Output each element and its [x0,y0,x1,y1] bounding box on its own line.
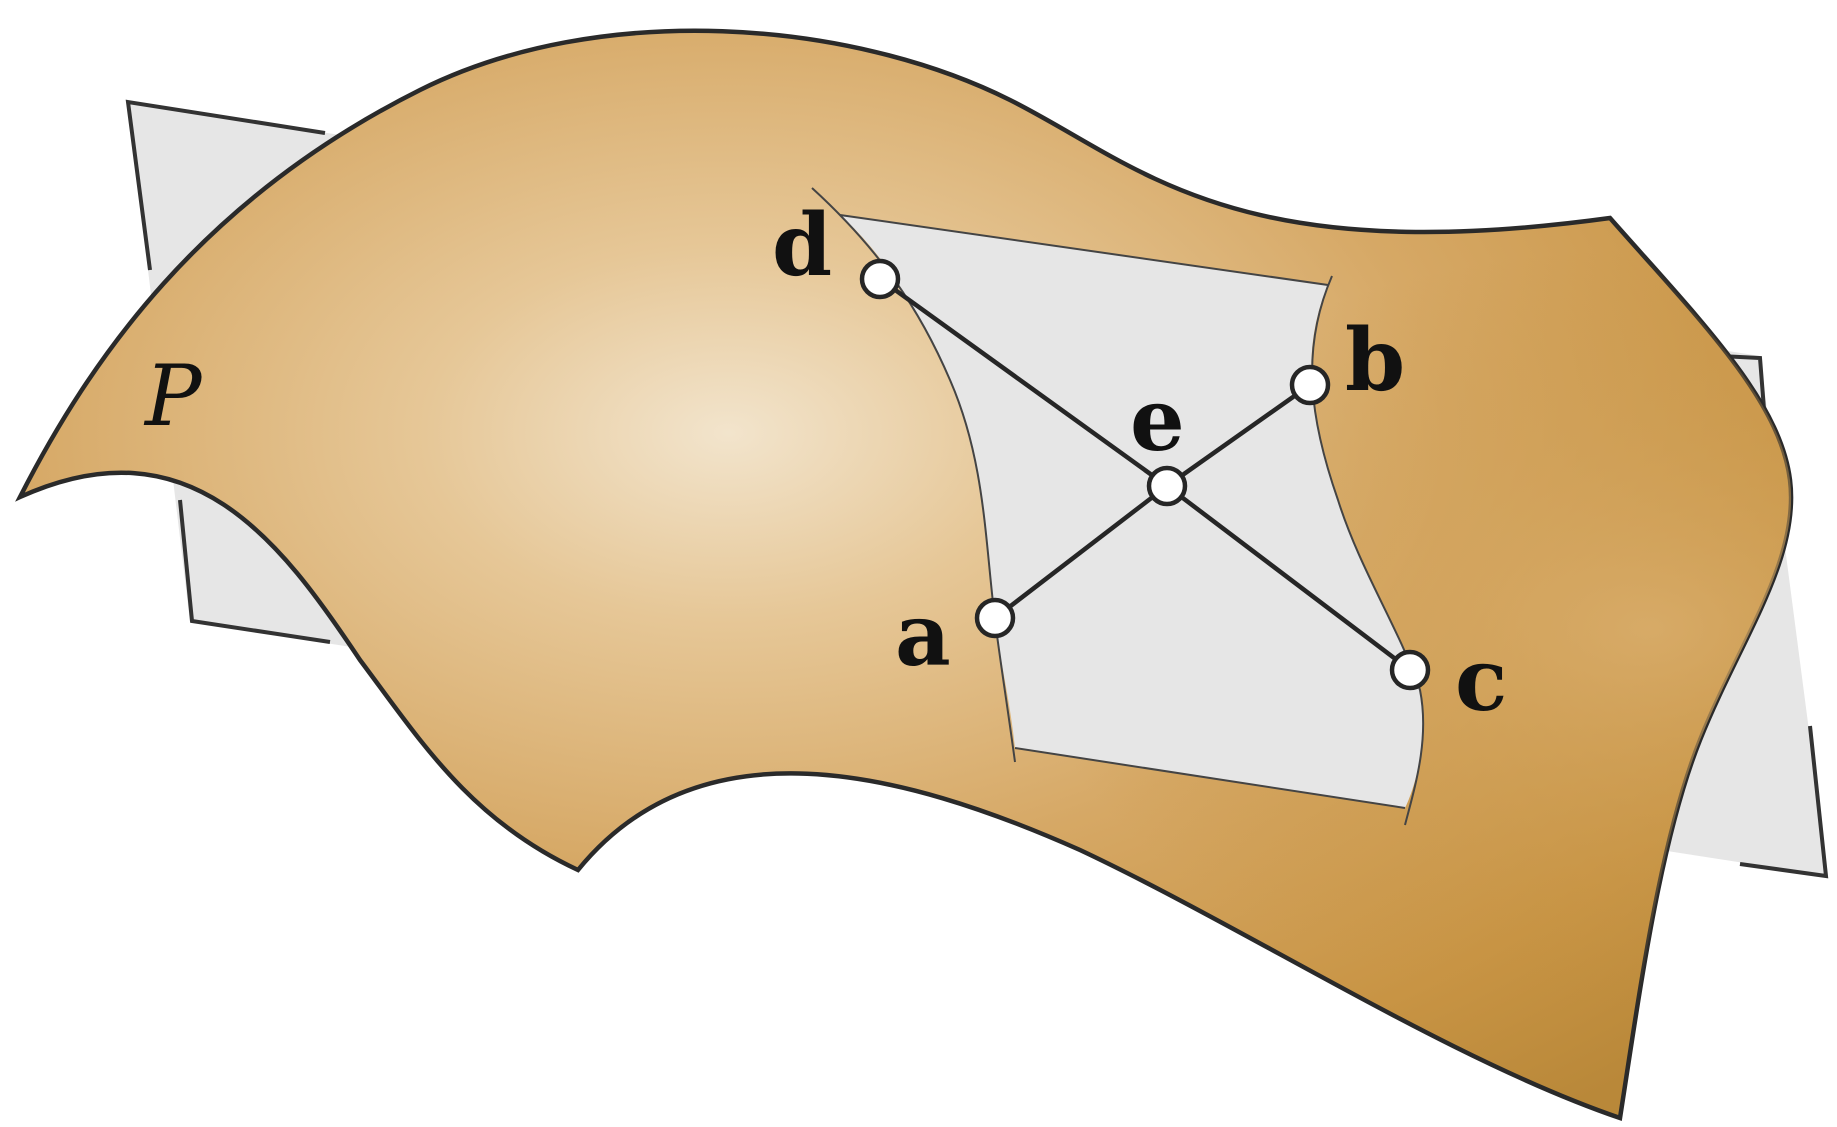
plane-edge-bottom-right [1739,725,1829,879]
edge-a-e [993,484,1169,620]
vertex-label-a: a [895,585,951,686]
vertex-label-e: e [1130,370,1185,471]
vertex-e [1146,465,1188,507]
surface-p [15,28,1794,1121]
vertex-d [859,258,901,300]
plane-edge-bottom-left [178,499,331,644]
vertex-b [1289,364,1331,406]
window-edge-bottom [1014,747,1406,809]
vertex-a [974,597,1016,639]
vertex-label-d: d [772,195,832,296]
surface-label-p: P [143,347,203,445]
vertex-label-b: b [1345,310,1405,411]
edge-e-b [1165,383,1312,488]
graph-vertices [859,258,1431,691]
vertex-c [1389,649,1431,691]
labels: P d b e a c [143,195,1507,731]
edge-d-e [878,277,1169,488]
edge-e-c [1165,484,1412,672]
plane-edge-top-left [125,99,326,271]
plane-edge-top-right [1719,354,1767,423]
vertex-label-c: c [1455,630,1507,731]
surface-shading [20,30,1792,1118]
graph-edges [878,277,1412,672]
window-edge-top [839,214,1329,286]
